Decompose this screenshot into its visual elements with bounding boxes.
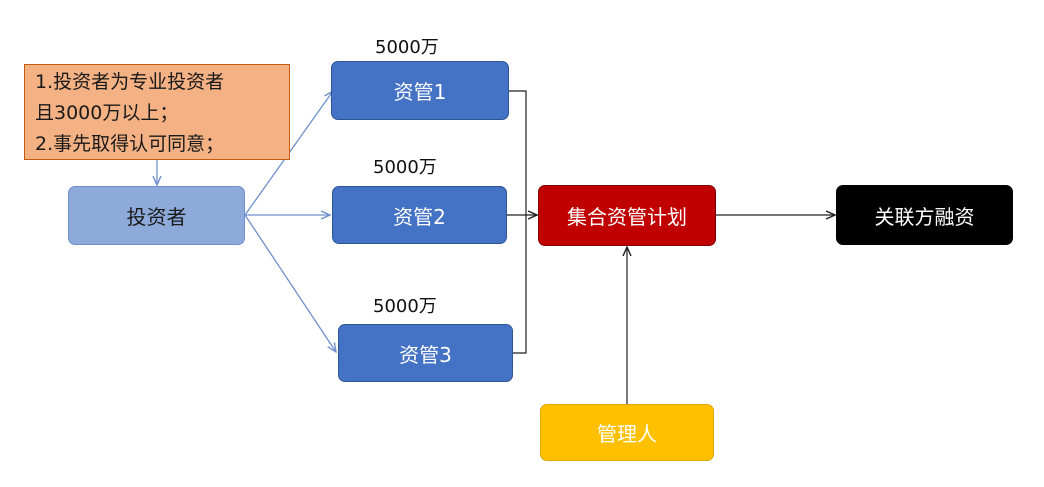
condition-note: 1.投资者为专业投资者 且3000万以上； 2.事先取得认可同意； — [24, 64, 290, 160]
zg2-amount: 5000万 — [373, 157, 437, 178]
connector-zg1-to-plan — [509, 90, 527, 215]
zg3-amount: 5000万 — [373, 296, 437, 317]
investor-label: 投资者 — [126, 205, 187, 229]
note-line-1: 1.投资者为专业投资者 — [35, 71, 225, 93]
zg1-amount: 5000万 — [375, 37, 439, 58]
related-financing-node: 关联方融资 — [836, 185, 1013, 245]
note-line-2: 且3000万以上； — [35, 102, 179, 124]
zg3-label: 资管3 — [399, 342, 452, 367]
zg1-node: 资管1 — [331, 61, 509, 120]
zg3-node: 资管3 — [338, 324, 513, 382]
note-line-3: 2.事先取得认可同意； — [35, 133, 225, 155]
zg1-label: 资管1 — [393, 80, 447, 104]
zg2-label: 资管2 — [393, 204, 446, 229]
collective-plan-node: 集合资管计划 — [538, 185, 716, 246]
manager-label: 管理人 — [597, 422, 657, 446]
zg2-node: 资管2 — [332, 186, 507, 244]
related-label: 关联方融资 — [874, 204, 975, 229]
connector-zg3-to-plan — [513, 215, 527, 354]
plan-label: 集合资管计划 — [567, 205, 687, 229]
manager-node: 管理人 — [540, 404, 714, 461]
investor-node: 投资者 — [68, 186, 245, 245]
arrow-investor-to-zg3 — [244, 214, 336, 352]
